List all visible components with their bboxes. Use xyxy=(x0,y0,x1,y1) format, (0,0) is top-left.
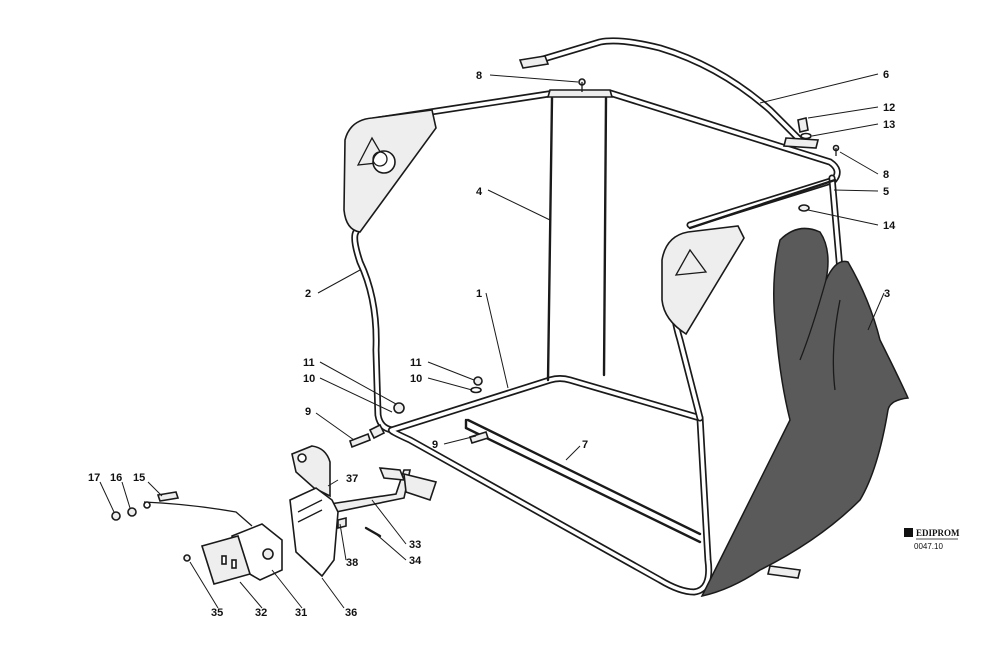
callout-10-left: 10 xyxy=(303,373,315,385)
callouts: 1 2 3 4 5 6 7 8 8 9 9 10 10 11 11 12 13 … xyxy=(88,69,896,619)
callout-5: 5 xyxy=(883,186,889,198)
callout-6: 6 xyxy=(883,69,889,81)
callout-31: 31 xyxy=(295,607,307,619)
logo-text: EDIPROM xyxy=(916,528,960,538)
publisher-logo: EDIPROM xyxy=(904,528,960,540)
callout-17: 17 xyxy=(88,472,100,484)
callout-12: 12 xyxy=(883,102,895,114)
callout-15: 15 xyxy=(133,472,145,484)
callout-9-center: 9 xyxy=(432,439,438,451)
callout-9-left: 9 xyxy=(305,406,311,418)
catcher-bag xyxy=(700,227,910,598)
callout-11-center: 11 xyxy=(410,357,422,369)
callout-16: 16 xyxy=(110,472,122,484)
callout-38: 38 xyxy=(346,557,358,569)
callout-4: 4 xyxy=(476,186,483,198)
top-plate xyxy=(546,89,614,98)
bottom-bar xyxy=(464,418,801,579)
left-side-plate xyxy=(343,109,437,233)
catcher-frame xyxy=(351,89,844,596)
callout-10-center: 10 xyxy=(410,373,422,385)
right-side-plate xyxy=(661,225,745,336)
callout-8-right: 8 xyxy=(883,169,889,181)
handle xyxy=(518,37,820,149)
callout-3: 3 xyxy=(884,288,890,300)
callout-8-top: 8 xyxy=(476,70,482,82)
callout-1: 1 xyxy=(476,288,482,300)
callout-35: 35 xyxy=(211,607,223,619)
callout-34: 34 xyxy=(409,555,422,567)
callout-14: 14 xyxy=(883,220,896,232)
callout-32: 32 xyxy=(255,607,267,619)
logo-mark-icon xyxy=(904,528,913,537)
callout-33: 33 xyxy=(409,539,421,551)
drawing-code: 0047.10 xyxy=(914,542,943,551)
callout-2: 2 xyxy=(305,288,311,300)
callout-36: 36 xyxy=(345,607,357,619)
callout-37: 37 xyxy=(346,473,358,485)
latch-assembly xyxy=(111,445,438,585)
fasteners xyxy=(349,78,840,449)
callout-13: 13 xyxy=(883,119,895,131)
callout-11-left: 11 xyxy=(303,357,315,369)
leader-lines xyxy=(99,73,885,609)
callout-7: 7 xyxy=(582,439,588,451)
